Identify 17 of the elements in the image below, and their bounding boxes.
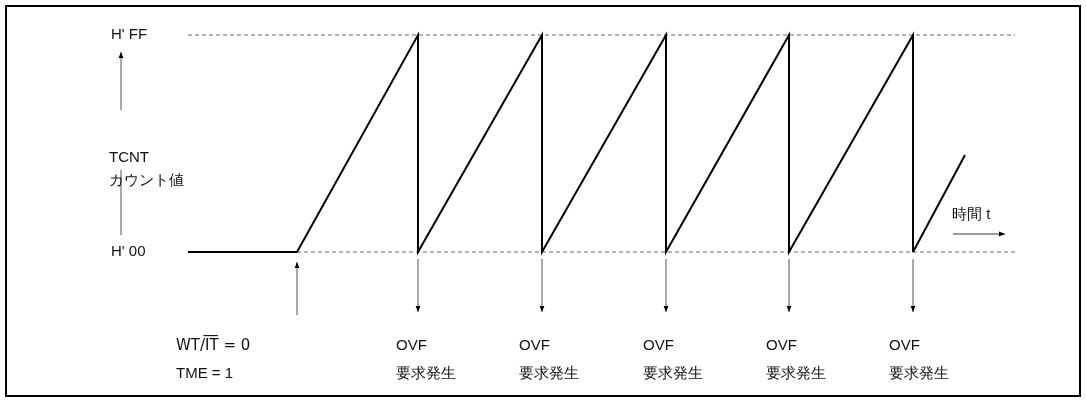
axis-label: TME = 1 [176,363,234,383]
axis-label: カウント値 [109,170,184,190]
axis-label: H' FF [111,24,148,44]
axis-label: 要求発生 [643,363,703,383]
axis-label: 要求発生 [519,363,579,383]
axis-label: TCNT [109,147,149,167]
axis-label: H' 00 [111,241,146,261]
axis-label: OVF [396,335,427,355]
axis-label: 時間 t [952,204,991,224]
axis-label: 要求発生 [766,363,826,383]
axis-label: OVF [643,335,674,355]
axis-label: OVF [519,335,550,355]
axis-label: OVF [889,335,920,355]
axis-label: 要求発生 [396,363,456,383]
axis-label: 要求発生 [889,363,949,383]
axis-label: OVF [766,335,797,355]
axis-label: WT/I̅T̅ = 0 [176,335,251,355]
